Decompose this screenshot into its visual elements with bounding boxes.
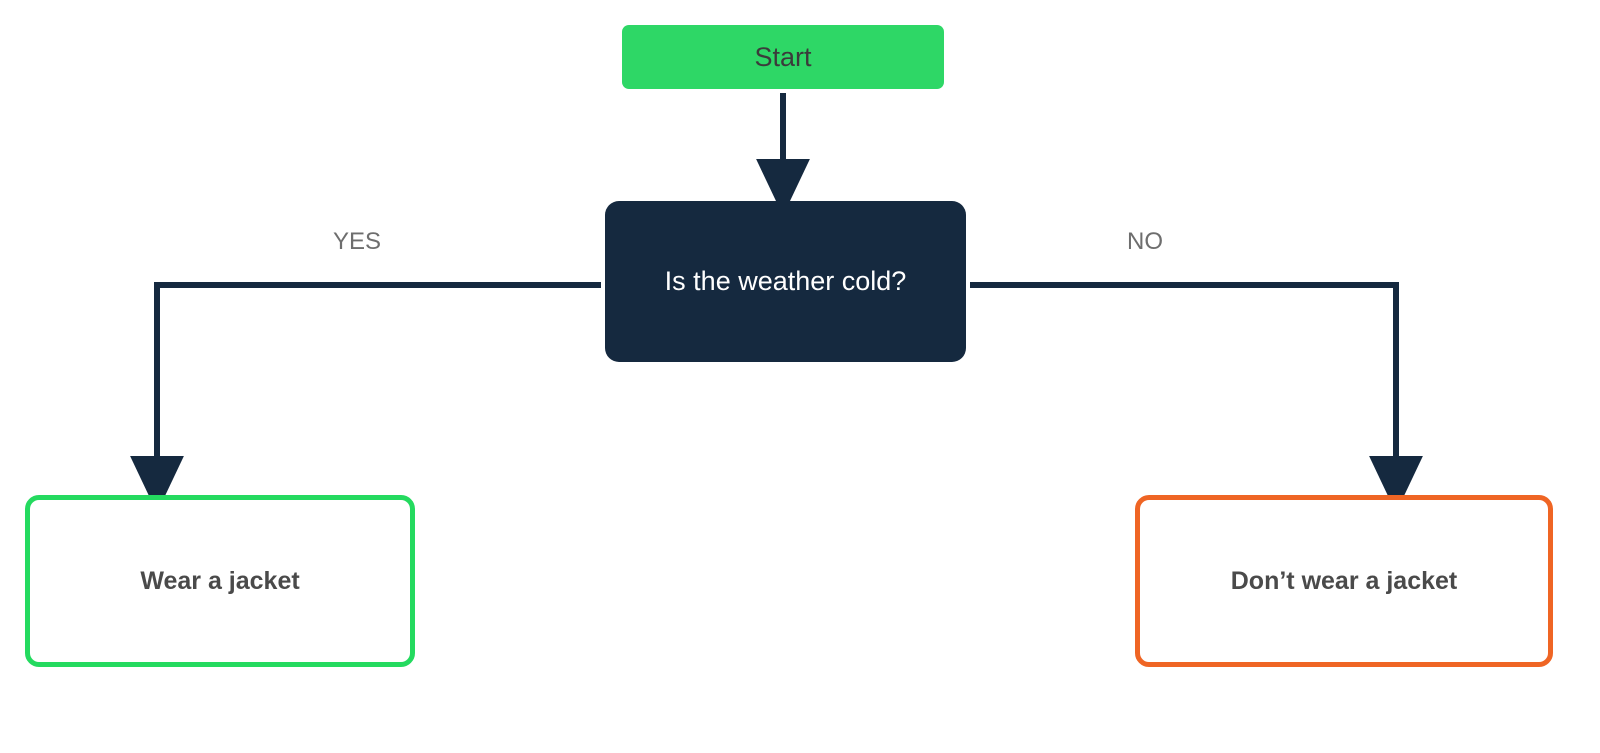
edge-label-yes: YES xyxy=(333,228,382,255)
edge-label-no: NO xyxy=(1127,228,1163,255)
node-dont-wear-a-jacket[interactable]: Don’t wear a jacket xyxy=(1135,495,1553,667)
node-start[interactable]: Start xyxy=(622,25,944,89)
node-wear-a-jacket[interactable]: Wear a jacket xyxy=(25,495,415,667)
edge-decision-to-yes-outcome xyxy=(130,282,601,513)
node-decision[interactable]: Is the weather cold? xyxy=(605,201,966,362)
edge-decision-to-no-outcome xyxy=(970,282,1423,513)
